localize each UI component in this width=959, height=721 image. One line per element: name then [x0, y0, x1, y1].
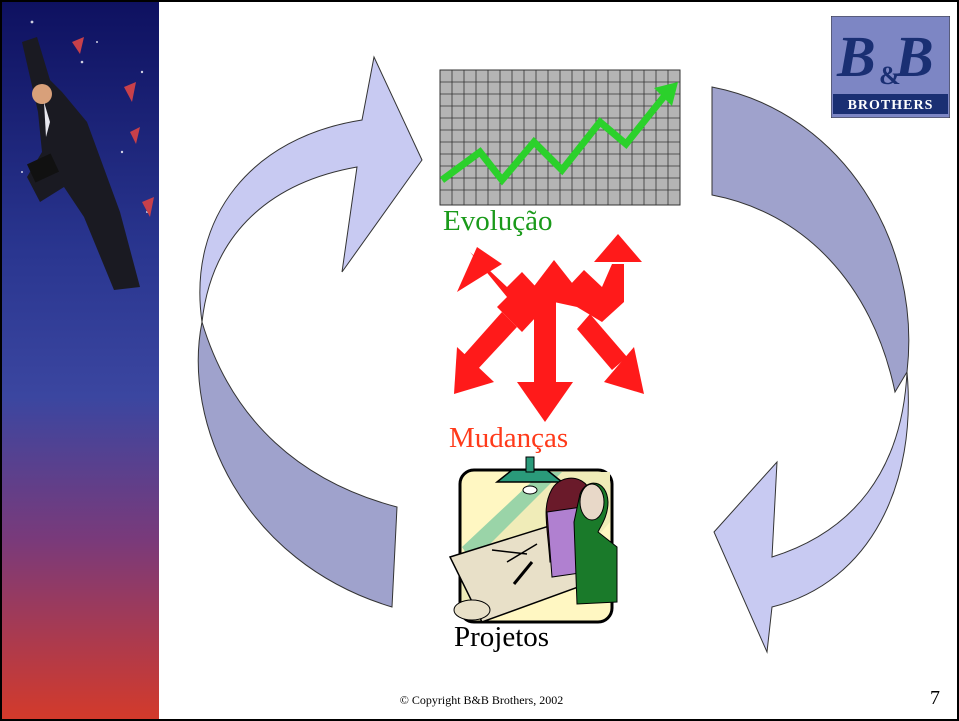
svg-text:B: B: [836, 24, 876, 89]
logo-text: BROTHERS: [847, 98, 934, 113]
cycle-arrow-left-lower: [197, 321, 398, 608]
bb-brothers-logo-icon: B & B BROTHERS: [830, 15, 951, 119]
page-number: 7: [930, 687, 940, 709]
cycle-arrow-right-upper: [711, 86, 910, 394]
label-projects: Projetos: [454, 621, 550, 653]
cycle-arrow-left-upper: [199, 55, 423, 323]
label-evolution: Evolução: [443, 205, 553, 237]
architect-blueprint-icon: [448, 456, 618, 624]
multi-direction-arrows-icon: [454, 234, 644, 422]
cycle-arrow-right-lower: [713, 371, 909, 654]
label-changes: Mudanças: [449, 422, 569, 454]
rising-chart-icon: [439, 69, 681, 206]
copyright-footer: © Copyright B&B Brothers, 2002: [399, 693, 564, 707]
flying-businessman-image: [2, 2, 159, 719]
svg-text:B: B: [894, 24, 934, 89]
svg-text:&: &: [879, 61, 901, 90]
